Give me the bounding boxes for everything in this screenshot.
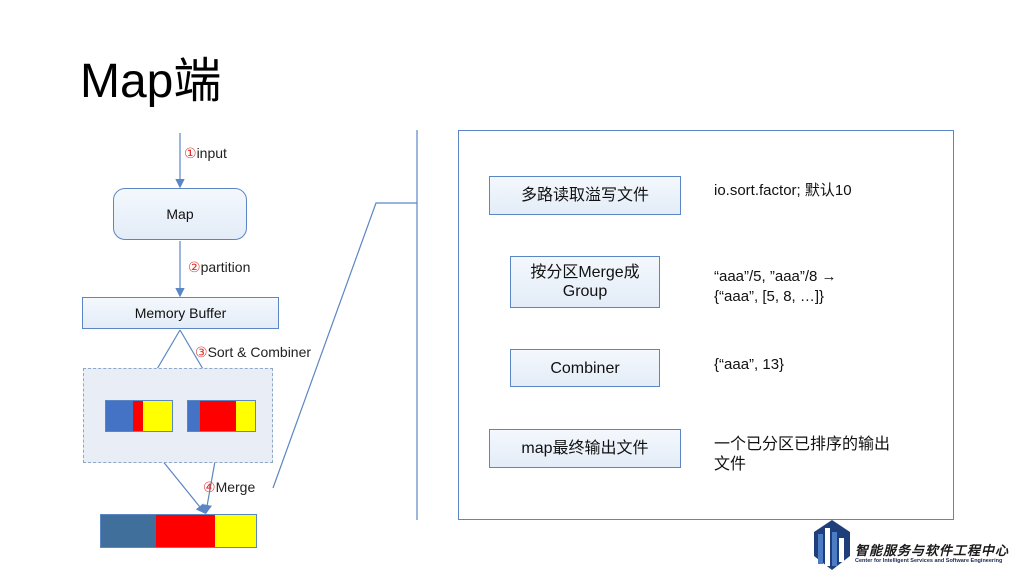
- memory-buffer-box: Memory Buffer: [82, 297, 279, 329]
- step-number: ④: [203, 479, 216, 495]
- step-number: ③: [195, 344, 208, 360]
- spill2-yellow-segment: [236, 401, 255, 431]
- note-combiner-example: {“aaa”, 13}: [714, 356, 785, 373]
- spill2-red-segment: [200, 401, 236, 431]
- spill1-red-segment: [133, 401, 143, 431]
- spill-file-1: [105, 400, 173, 432]
- step-sort-label: ③Sort & Combiner: [195, 344, 311, 361]
- spill1-yellow-segment: [143, 401, 172, 431]
- step-text: partition: [200, 259, 251, 275]
- merged-red-segment: [156, 515, 215, 547]
- step-text: Sort & Combiner: [207, 344, 312, 360]
- note-line2: {“aaa”, [5, 8, …]}: [714, 288, 825, 305]
- flow-step-combiner: Combiner: [510, 349, 660, 387]
- step-text: Merge: [215, 479, 256, 495]
- step-text: input: [196, 145, 227, 161]
- page-title: Map端: [80, 55, 222, 108]
- logo-name-cn: 智能服务与软件工程中心: [855, 544, 1010, 559]
- flow-step-final-output: map最终输出文件: [489, 429, 681, 468]
- logo-name-en: Center for Intelligent Services and Soft…: [855, 558, 1003, 564]
- flow-step-read-spill-files: 多路读取溢写文件: [489, 176, 681, 215]
- note-line1: “aaa”/5, ”aaa”/8 →: [714, 268, 837, 285]
- step-number: ①: [184, 145, 197, 161]
- spill-file-2: [187, 400, 256, 432]
- callout-line: [272, 202, 417, 489]
- map-box: Map: [113, 188, 247, 240]
- merged-yellow-segment: [215, 515, 256, 547]
- note-line1: 一个已分区已排序的输出: [714, 436, 891, 453]
- flow-step-label-line1: 按分区Merge成: [530, 264, 640, 281]
- note-sort-factor: io.sort.factor; 默认10: [714, 182, 852, 199]
- note-line2: 文件: [714, 456, 747, 473]
- merged-file: [100, 514, 257, 548]
- merged-blue-segment: [101, 515, 156, 547]
- flow-step-label-line2: Group: [562, 283, 608, 300]
- step-number: ②: [188, 259, 201, 275]
- center-logo-icon: [814, 520, 850, 570]
- spill1-blue-segment: [106, 401, 133, 431]
- note-final-output: 一个已分区已排序的输出 文件: [714, 435, 890, 475]
- step-input-label: ①input: [184, 145, 227, 162]
- spill2-blue-segment: [188, 401, 200, 431]
- flow-step-merge-group: 按分区Merge成 Group: [510, 256, 660, 308]
- step-merge-label: ④Merge: [203, 479, 255, 496]
- note-group-example: “aaa”/5, ”aaa”/8 → {“aaa”, [5, 8, …]}: [714, 267, 837, 307]
- step-partition-label: ②partition: [188, 259, 250, 276]
